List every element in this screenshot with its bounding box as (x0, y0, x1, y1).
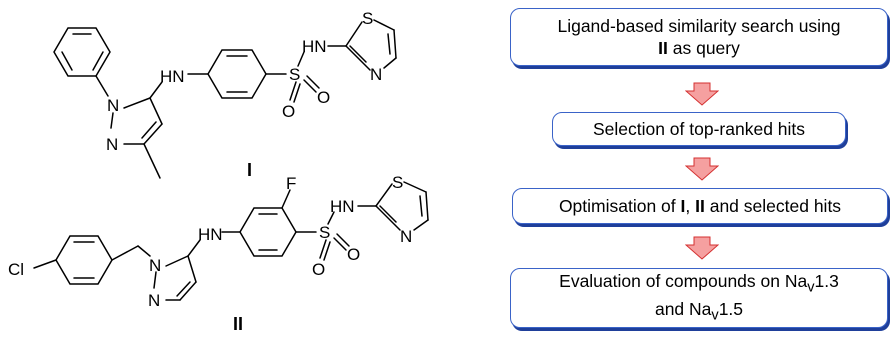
step3-sep: , (685, 196, 696, 216)
step1-line2: II as query (511, 37, 887, 59)
atom-hn-II: HN (198, 225, 223, 244)
atom-s-sulfonyl-I: S (289, 65, 300, 84)
step3-text: Optimisation of I, II and selected hits (513, 195, 887, 217)
step4-line1-prefix: Evaluation of compounds on Na (559, 270, 808, 291)
atom-s-sulfonyl-II: S (319, 223, 330, 242)
atom-n-thiazole-II: N (400, 227, 412, 246)
atom-o2-II: O (347, 245, 360, 264)
step4-sub1: v (807, 279, 815, 295)
atom-cl-II: Cl (8, 260, 24, 279)
atom-n1-II: N (149, 256, 161, 275)
workflow-step-optimisation: Optimisation of I, II and selected hits (512, 188, 888, 224)
step1-compound-ref: II (658, 38, 668, 58)
atom-o2-I: O (317, 88, 330, 107)
compound-label-I: I (247, 160, 252, 180)
step1-line2-rest: as query (667, 38, 740, 58)
atom-n2-I: N (106, 135, 118, 154)
phenylene-1 (207, 49, 267, 99)
step3-compound-ref-1: I (680, 196, 686, 216)
workflow-step-evaluation: Evaluation of compounds on Nav1.3 and Na… (510, 268, 888, 328)
fluorophenylene (239, 207, 297, 257)
step3-compound-ref-2: II (695, 196, 705, 216)
step4-line2-prefix: and Na (654, 299, 712, 319)
atom-s-thiazole-I: S (362, 9, 373, 28)
step4-sub2: v (711, 307, 719, 324)
atom-n2-II: N (148, 291, 160, 310)
workflow-step-selection: Selection of top-ranked hits (552, 112, 846, 146)
compound-label-II: II (233, 314, 243, 334)
atom-o1-II: O (312, 260, 325, 279)
step3-prefix: Optimisation of (558, 196, 681, 216)
atom-s-thiazole-II: S (392, 173, 403, 192)
step1-line1: Ligand-based similarity search using (557, 16, 841, 36)
step2-text: Selection of top-ranked hits (592, 119, 806, 139)
step4-line1: Evaluation of compounds on Nav1.3 (511, 270, 887, 299)
step4-line2: and Nav1.5 (511, 298, 887, 327)
chemical-structures: N N HN S O O HN S N I Cl N N HN F S O O … (8, 9, 429, 334)
atom-o1-I: O (282, 102, 295, 121)
step4-line2-suffix: 1.5 (718, 299, 744, 319)
arrow-down-3 (685, 236, 719, 260)
atom-n1-I: N (107, 96, 119, 115)
arrow-down-1 (685, 82, 719, 106)
atom-hn-I: HN (160, 67, 185, 86)
atom-n-thiazole-I: N (370, 65, 382, 84)
step4-line1-suffix: 1.3 (814, 270, 839, 291)
chlorophenyl-ring (55, 235, 113, 285)
workflow-step-similarity-search: Ligand-based similarity search using II … (510, 8, 888, 66)
step3-suffix: and selected hits (704, 196, 842, 216)
atom-hn-sulfonamide-I: HN (302, 37, 327, 56)
atom-hn-sulfonamide-II: HN (330, 197, 355, 216)
atom-f-II: F (286, 174, 296, 193)
arrow-down-2 (685, 157, 719, 181)
phenyl-ring-1 (53, 27, 111, 77)
